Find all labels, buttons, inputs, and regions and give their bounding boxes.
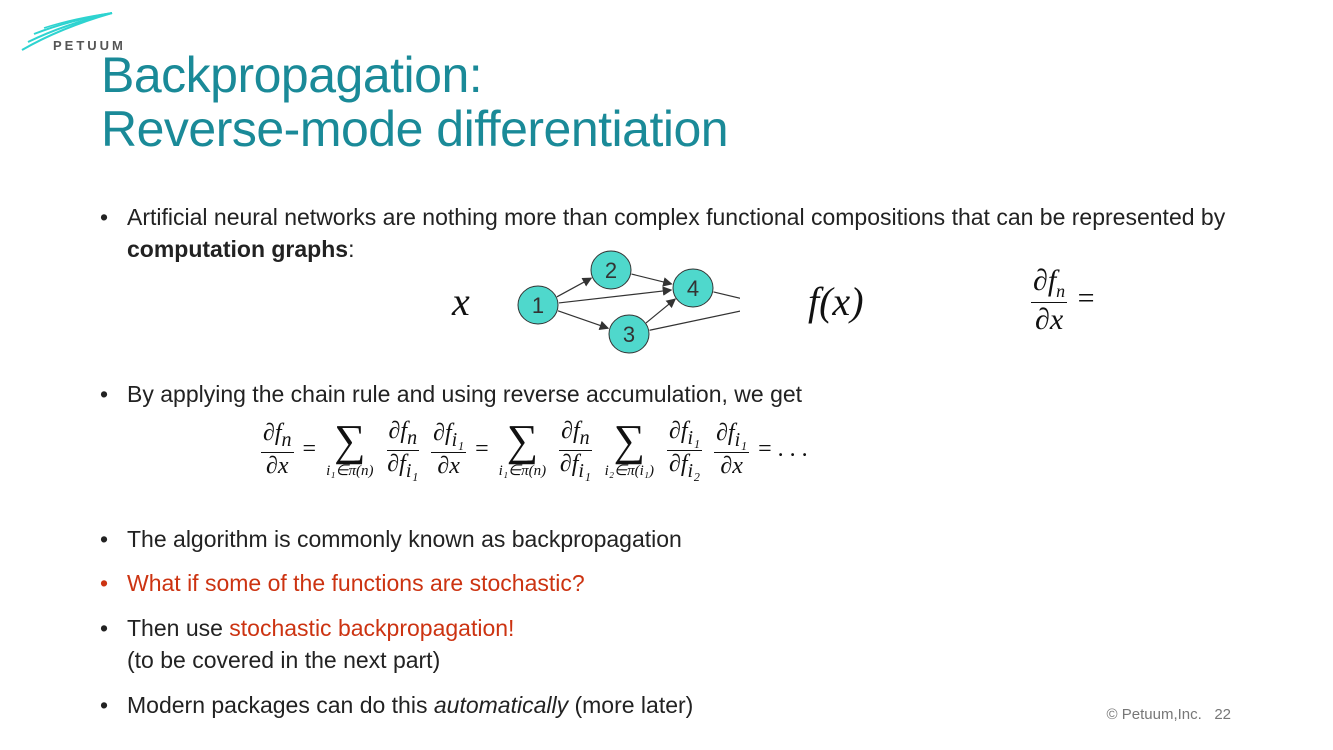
graph-output-fx: f(x) [808,279,864,324]
bullet-computation-graphs: • Artificial neural networks are nothing… [100,204,1226,262]
graph-edge-3-4 [645,298,677,324]
bullet-modern-packages: •Modern packages can do this automatical… [100,692,694,718]
graph-input-x: x [452,279,470,324]
graph-node-1: 1 [517,285,559,325]
computation-graph: 12345 [517,250,740,354]
punct: : [348,236,355,262]
graph-edge-1-3 [557,310,610,330]
partial-derivative-lhs: ∂fn∂x = [1031,264,1095,336]
graph-edge-2-4 [631,273,673,287]
graph-node-2: 2 [590,250,632,290]
bullet-stochastic-backprop: •Then use stochastic backpropagation!(to… [100,615,515,673]
title-line-1: Backpropagation: [101,47,483,103]
bold-term: computation graphs [127,236,349,262]
chain-rule-equation: ∂fn∂x = ∑i₁∈π(n) ∂fn∂fi₁ ∂fi₁∂x = ∑i₁∈π(… [261,415,808,482]
svg-text:2: 2 [605,258,617,283]
bullet-backpropagation: •The algorithm is commonly known as back… [100,526,682,552]
graph-edge-1-2 [556,277,593,298]
petuum-logo: PETUUM [20,10,140,55]
logo-text: PETUUM [53,38,126,53]
graph-node-3: 3 [608,314,650,354]
title-line-2: Reverse-mode differentiation [101,101,729,157]
svg-text:3: 3 [623,322,635,347]
graph-node-4: 4 [672,268,714,308]
svg-text:4: 4 [687,276,699,301]
graph-edge-4-5 [713,291,740,299]
page-title: Backpropagation: Reverse-mode differenti… [101,47,729,157]
bullet-stochastic-question: •What if some of the functions are stoch… [100,570,585,596]
graph-edge-3-5 [649,310,740,331]
svg-text:1: 1 [532,293,544,318]
logo-swoosh-icon [21,12,113,51]
graph-edge-1-4 [558,286,673,304]
copyright: © Petuum,Inc. [1106,706,1202,723]
page-number: 22 [1214,706,1231,723]
bullet-chain-rule: •By applying the chain rule and using re… [100,381,803,407]
footer: © Petuum,Inc. 22 [1107,706,1231,723]
bullet-text: Artificial neural networks are nothing m… [127,204,1226,230]
